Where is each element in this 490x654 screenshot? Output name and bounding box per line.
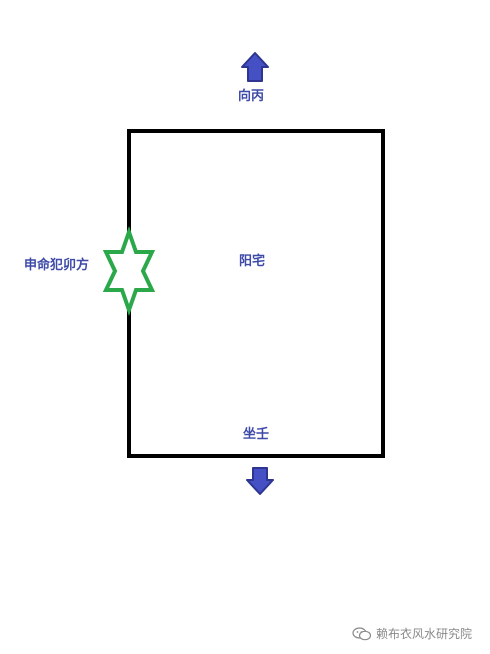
watermark-text: 赖布衣风水研究院	[376, 627, 473, 641]
up-arrow-icon	[241, 52, 269, 82]
watermark: 赖布衣风水研究院	[352, 625, 472, 642]
house-label: 阳宅	[239, 254, 266, 269]
down-arrow-icon	[246, 467, 274, 495]
star-marker-icon	[102, 225, 156, 317]
wechat-icon	[352, 626, 372, 640]
house-outline	[127, 129, 385, 458]
sitting-direction-label: 坐壬	[243, 427, 270, 442]
facing-direction-label: 向丙	[238, 89, 265, 104]
star-annotation-label: 申命犯卯方	[24, 258, 90, 273]
